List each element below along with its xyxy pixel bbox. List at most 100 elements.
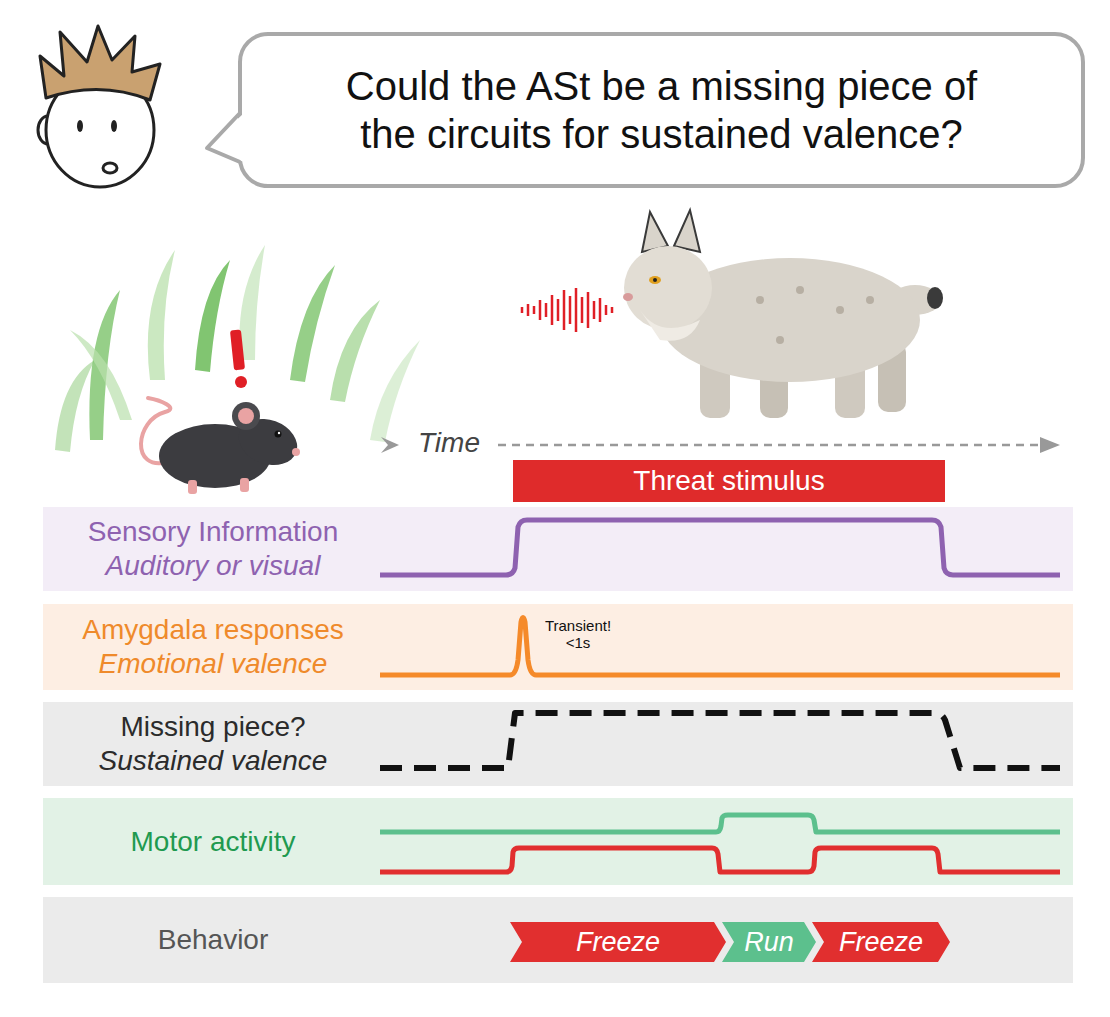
sound-wave: [557, 299, 560, 321]
lynx: [760, 360, 788, 418]
speech-bubble-tail: [207, 113, 244, 162]
stimulus-bar: Threat stimulus: [513, 460, 945, 502]
sound-wave: [521, 307, 524, 313]
sound-wave: [599, 298, 602, 322]
signal-traces: [380, 520, 1060, 872]
sound-wave: [569, 296, 572, 324]
sound-wave: [539, 300, 542, 320]
lynx: [878, 342, 906, 412]
signal-traces: [380, 815, 1060, 832]
mouse: [188, 480, 197, 494]
band-title: Missing piece?: [120, 710, 305, 744]
time-arrow: [381, 437, 399, 453]
behavior-chevron: Freeze: [510, 922, 726, 962]
cartoon-face: [103, 163, 117, 173]
axis-label: Time: [418, 427, 480, 459]
exclamation-mark: [230, 329, 247, 388]
lynx: [642, 212, 668, 252]
mouse: [159, 424, 271, 488]
sound-wave: [527, 304, 530, 316]
band-title: Behavior: [158, 923, 269, 957]
band-subtitle: Sustained valence: [99, 744, 328, 778]
cartoon-face: [38, 116, 58, 144]
speech-bubble-tail: [207, 113, 240, 162]
sound-wave: [611, 307, 614, 313]
sustained-band: Missing piece?Sustained valence: [43, 702, 1073, 786]
band-title: Sensory Information: [88, 515, 339, 549]
behavior-chevron: Freeze: [812, 922, 950, 962]
grass: [148, 250, 175, 380]
sound-wave: [587, 292, 590, 328]
sound-wave: [581, 297, 584, 323]
signal-traces: [380, 618, 1060, 676]
cartoon-face: [111, 120, 117, 132]
sound-wave: [545, 303, 548, 317]
sound-wave: [605, 305, 608, 315]
speech-bubble: Could the ASt be a missing piece of the …: [238, 32, 1085, 188]
lynx: [660, 258, 920, 382]
motor-band: Motor activity: [43, 798, 1073, 885]
lynx: [836, 306, 844, 314]
signal-traces: [380, 520, 1060, 575]
sound-wave: [551, 295, 554, 325]
mouse: [141, 398, 170, 463]
mouse: [141, 398, 304, 494]
band-subtitle: Emotional valence: [99, 647, 328, 681]
band-subtitle: Auditory or visual: [106, 549, 321, 583]
grass: [330, 300, 380, 402]
lynx: [927, 287, 943, 309]
sound-wave: [522, 288, 612, 332]
cartoon-face: [38, 26, 160, 187]
grass: [70, 330, 132, 420]
behavior-band: Behavior Freeze Run Freeze: [43, 897, 1073, 983]
grass: [195, 260, 230, 372]
chevron-shape: [722, 922, 816, 962]
node-text: Run: [744, 926, 794, 958]
chevron-shape: [812, 922, 950, 962]
behavior-chevron: Run: [722, 922, 816, 962]
lynx: [624, 246, 712, 330]
exclamation-mark: [235, 376, 247, 388]
cartoon-face: [46, 73, 154, 187]
node-text: Could the ASt be a missing piece of the …: [270, 62, 1053, 158]
mouse: [275, 431, 282, 438]
cartoon-face: [40, 26, 160, 100]
time-arrow: [381, 437, 1060, 453]
grass: [55, 360, 95, 452]
mouse: [232, 411, 303, 473]
lynx: [623, 293, 633, 301]
lynx: [889, 285, 941, 315]
node-text: Freeze: [839, 926, 923, 958]
lynx: [866, 296, 874, 304]
sensory-band: Sensory InformationAuditory or visual: [43, 507, 1073, 591]
time-arrow: [498, 444, 1040, 447]
band-title: Amygdala responses: [82, 613, 343, 647]
lynx: [640, 310, 700, 341]
lynx: [653, 278, 657, 282]
lynx: [835, 352, 865, 418]
signal-traces: [380, 848, 1060, 872]
mouse: [232, 402, 260, 430]
lynx: [623, 210, 943, 418]
grass: [239, 245, 265, 360]
lynx: [776, 336, 784, 344]
grass: [290, 265, 335, 382]
sound-wave: [533, 306, 536, 314]
annotation: Transient! <1s: [540, 617, 616, 652]
signal-traces: [380, 713, 1060, 768]
sound-wave: [563, 290, 566, 330]
lynx: [700, 350, 730, 418]
mouse: [278, 432, 280, 434]
node-text: Threat stimulus: [633, 465, 824, 497]
grass: [55, 245, 420, 452]
lynx: [756, 296, 764, 304]
sound-wave: [575, 288, 578, 332]
lynx: [796, 286, 804, 294]
lynx: [674, 210, 700, 252]
sound-wave: [593, 301, 596, 319]
band-title: Motor activity: [131, 825, 296, 859]
cartoon-face: [77, 120, 83, 132]
exclamation-mark: [230, 329, 245, 370]
node-text: Freeze: [576, 926, 660, 958]
grass: [370, 340, 420, 442]
